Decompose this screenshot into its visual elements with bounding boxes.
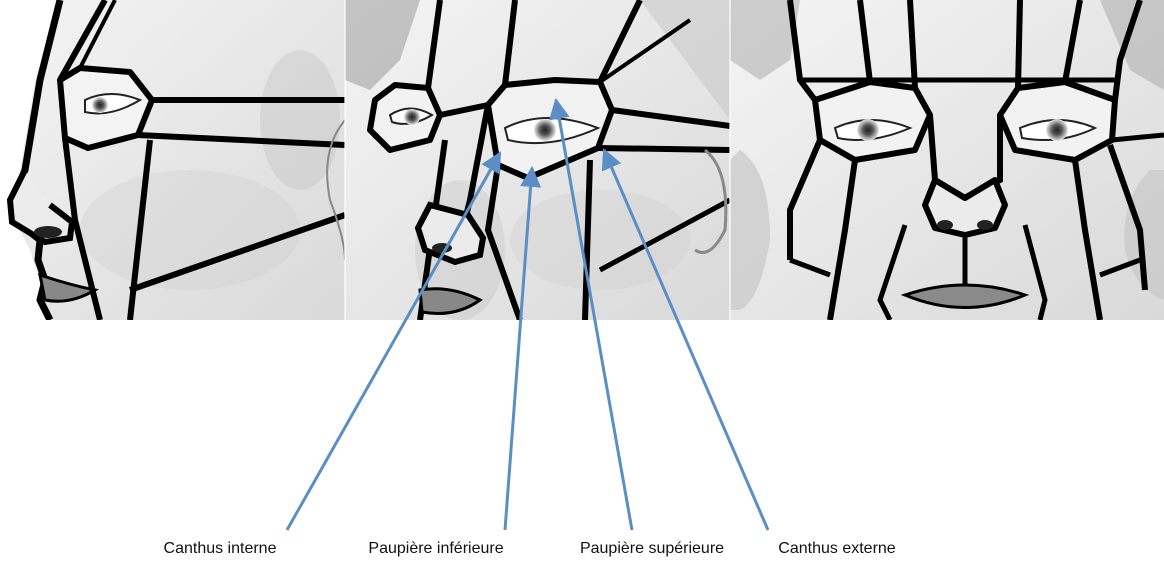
label-canthus-interne: Canthus interne (164, 539, 277, 559)
frontal-view-panel (730, 0, 1164, 320)
label-paupiere-inferieure: Paupière inférieure (368, 539, 503, 559)
label-paupiere-superieure: Paupière supérieure (580, 539, 724, 559)
profile-view-panel (0, 0, 345, 320)
three-quarter-view-panel (345, 0, 730, 320)
label-canthus-externe: Canthus externe (778, 539, 895, 559)
